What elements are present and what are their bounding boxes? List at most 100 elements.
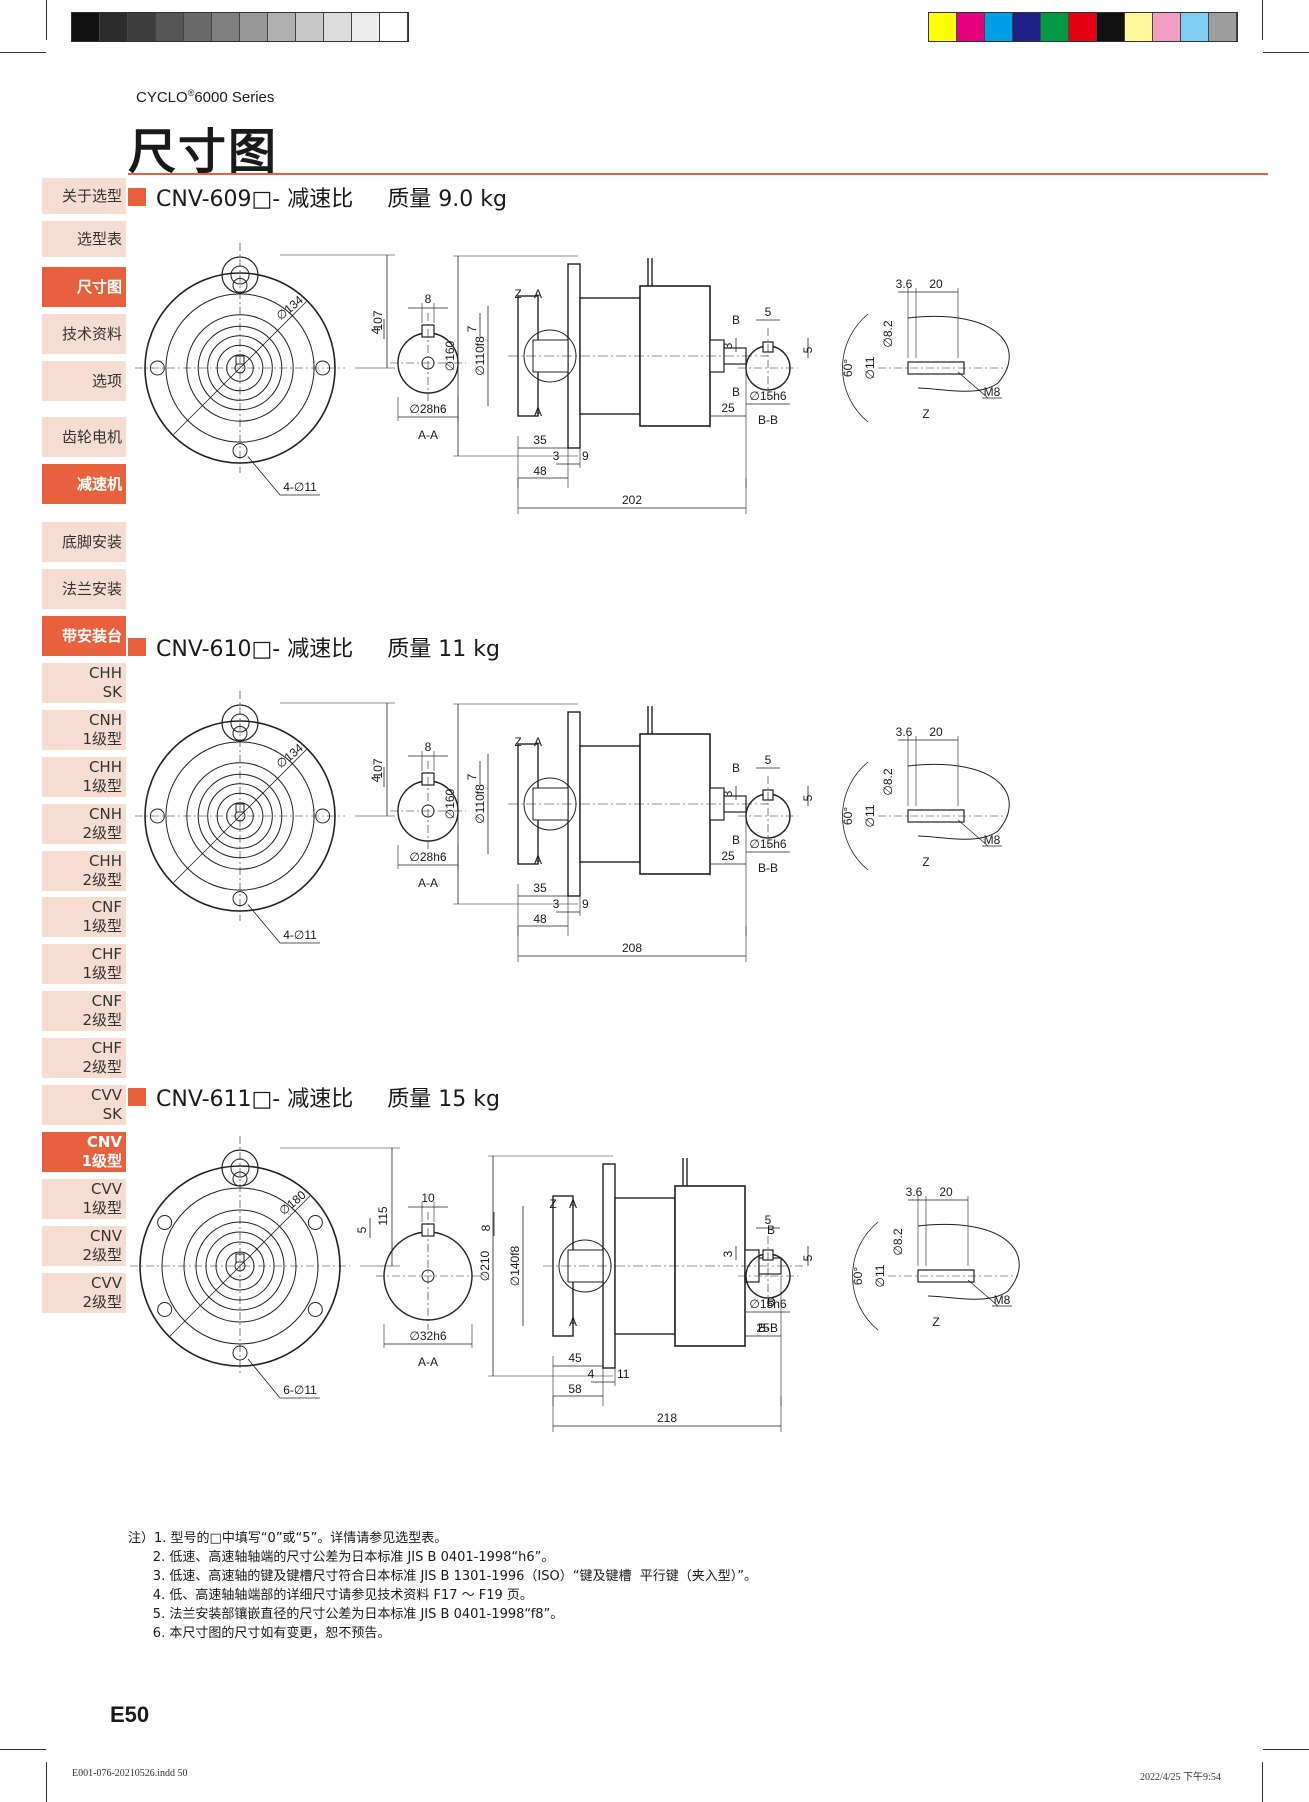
swatch: [352, 13, 380, 41]
dimension-label: M8: [984, 385, 1001, 399]
dimension-label: A-A: [418, 1355, 438, 1369]
swatch: [212, 13, 240, 41]
drawing-line: [173, 815, 241, 883]
nav-tab[interactable]: CNV 1级型: [42, 1132, 126, 1172]
drawing-line: [957, 819, 989, 847]
swatch: [324, 13, 352, 41]
nav-tab[interactable]: CHF 2级型: [42, 1038, 126, 1078]
dimension-label: B-B: [758, 1321, 778, 1335]
drawing-line: [247, 1358, 281, 1399]
nav-tab[interactable]: 法兰安装: [42, 569, 126, 609]
dimension-label: 5: [765, 305, 772, 319]
dimension-label: ∅110f8: [473, 784, 487, 824]
nav-tab[interactable]: CNF 2级型: [42, 991, 126, 1031]
nav-tab-label: CHH 1级型: [82, 758, 122, 795]
dimension-label: 3: [553, 449, 560, 463]
crop-mark: [0, 1749, 46, 1750]
nav-tab[interactable]: CNF 1级型: [42, 897, 126, 937]
dimension-label: 7: [465, 325, 479, 332]
dimension-label: 5: [801, 794, 815, 801]
dimension-label: A: [534, 405, 542, 419]
nav-tab[interactable]: 选型表: [42, 221, 126, 257]
dimension-label: B: [732, 761, 740, 775]
drawing-circle: [157, 1215, 173, 1230]
nav-tab[interactable]: 选项: [42, 361, 126, 401]
drawing-circle: [232, 1345, 248, 1361]
dimension-label: 3.6: [896, 725, 913, 739]
dimension-label: Z: [514, 735, 521, 749]
dimension-label: 58: [568, 1382, 582, 1396]
nav-tab[interactable]: CNH 2级型: [42, 804, 126, 844]
swatch: [128, 13, 156, 41]
dimension-label: 20: [929, 277, 943, 291]
dimension-label: 48: [533, 912, 547, 926]
nav-tab[interactable]: 关于选型: [42, 178, 126, 214]
drawing-line: [957, 371, 989, 399]
dimension-label: Z: [922, 855, 929, 869]
color-scale-bar: [928, 12, 1238, 42]
dimension-label: ∅11: [873, 1264, 887, 1287]
dimension-label: 20: [929, 725, 943, 739]
nav-tab[interactable]: CNH 1级型: [42, 710, 126, 750]
nav-tab[interactable]: 技术资料: [42, 314, 126, 354]
dimension-label: Z: [922, 407, 929, 421]
dimension-label: 9: [582, 897, 589, 911]
dimension-label: B: [767, 1223, 775, 1237]
angle-arc: [842, 761, 869, 871]
crop-mark: [46, 1762, 47, 1802]
dimension-label: A-A: [418, 428, 438, 442]
dimension-label: 60°: [841, 359, 855, 377]
dimension-label: ∅28h6: [409, 402, 446, 416]
nav-tab[interactable]: 减速机: [42, 464, 126, 504]
z-detail-outline: [907, 764, 1010, 840]
nav-tab[interactable]: CHH SK: [42, 663, 126, 703]
dimension-label: ∅15h6: [749, 389, 786, 403]
note-line: 4. 低、高速轴轴端部的详细尺寸请参见技术资料 F17 ～ F19 页。: [128, 1588, 533, 1603]
dimension-label: 11: [617, 1367, 630, 1381]
nav-tab[interactable]: 齿轮电机: [42, 417, 126, 457]
drawing-line: [239, 749, 307, 817]
dimension-label: ∅11: [863, 804, 877, 827]
nav-tab[interactable]: CVV 1级型: [42, 1179, 126, 1219]
nav-tab[interactable]: 底脚安装: [42, 522, 126, 562]
nav-tab-label: 底脚安装: [61, 532, 122, 551]
dimension-label: B: [732, 313, 740, 327]
nav-tab-label: CHF 2级型: [82, 1039, 122, 1076]
swatch: [1125, 13, 1153, 41]
note-line: 注）1. 型号的□中填写“0”或“5”。详情请参见选型表。: [128, 1531, 448, 1546]
dimension-label: 10: [421, 1191, 435, 1205]
dimension-label: Z: [514, 287, 521, 301]
nav-tab-label: CVV 1级型: [82, 1180, 122, 1217]
page-title: 尺寸图: [128, 124, 279, 180]
dimension-label: B: [767, 1295, 775, 1309]
nav-tab[interactable]: CVV 2级型: [42, 1273, 126, 1313]
dimension-label: ∅210: [478, 1250, 492, 1281]
nav-tab[interactable]: CHF 1级型: [42, 944, 126, 984]
swatch: [156, 13, 184, 41]
swatch: [184, 13, 212, 41]
nav-tab-label: 齿轮电机: [61, 427, 122, 446]
nav-tab-label: CHH SK: [88, 664, 122, 701]
gray-scale-bar: [71, 12, 409, 42]
dimension-label: 5: [765, 1213, 772, 1227]
drawing-line: [967, 1279, 999, 1307]
nav-tab[interactable]: CHH 2级型: [42, 851, 126, 891]
nav-tab-label: 法兰安装: [61, 579, 122, 598]
dimension-label: Z: [932, 1315, 939, 1329]
nav-tab[interactable]: CHH 1级型: [42, 757, 126, 797]
nav-tab[interactable]: 带安装台: [42, 616, 126, 656]
crop-mark: [1263, 1749, 1309, 1750]
crop-mark: [1262, 1762, 1263, 1802]
swatch: [1069, 13, 1097, 41]
dimension-label: 35: [533, 881, 547, 895]
nav-tab[interactable]: 尺寸图: [42, 267, 126, 307]
dimension-label: 115: [376, 1206, 390, 1225]
nav-tab[interactable]: CNV 2级型: [42, 1226, 126, 1266]
nav-tab-label: CVV SK: [91, 1086, 122, 1123]
series-label: CYCLO®6000 Series: [136, 88, 275, 106]
crop-mark: [0, 52, 46, 53]
dimension-label: 6-∅11: [283, 1383, 317, 1397]
dimension-label: ∅15h6: [749, 837, 786, 851]
nav-tab[interactable]: CVV SK: [42, 1085, 126, 1125]
